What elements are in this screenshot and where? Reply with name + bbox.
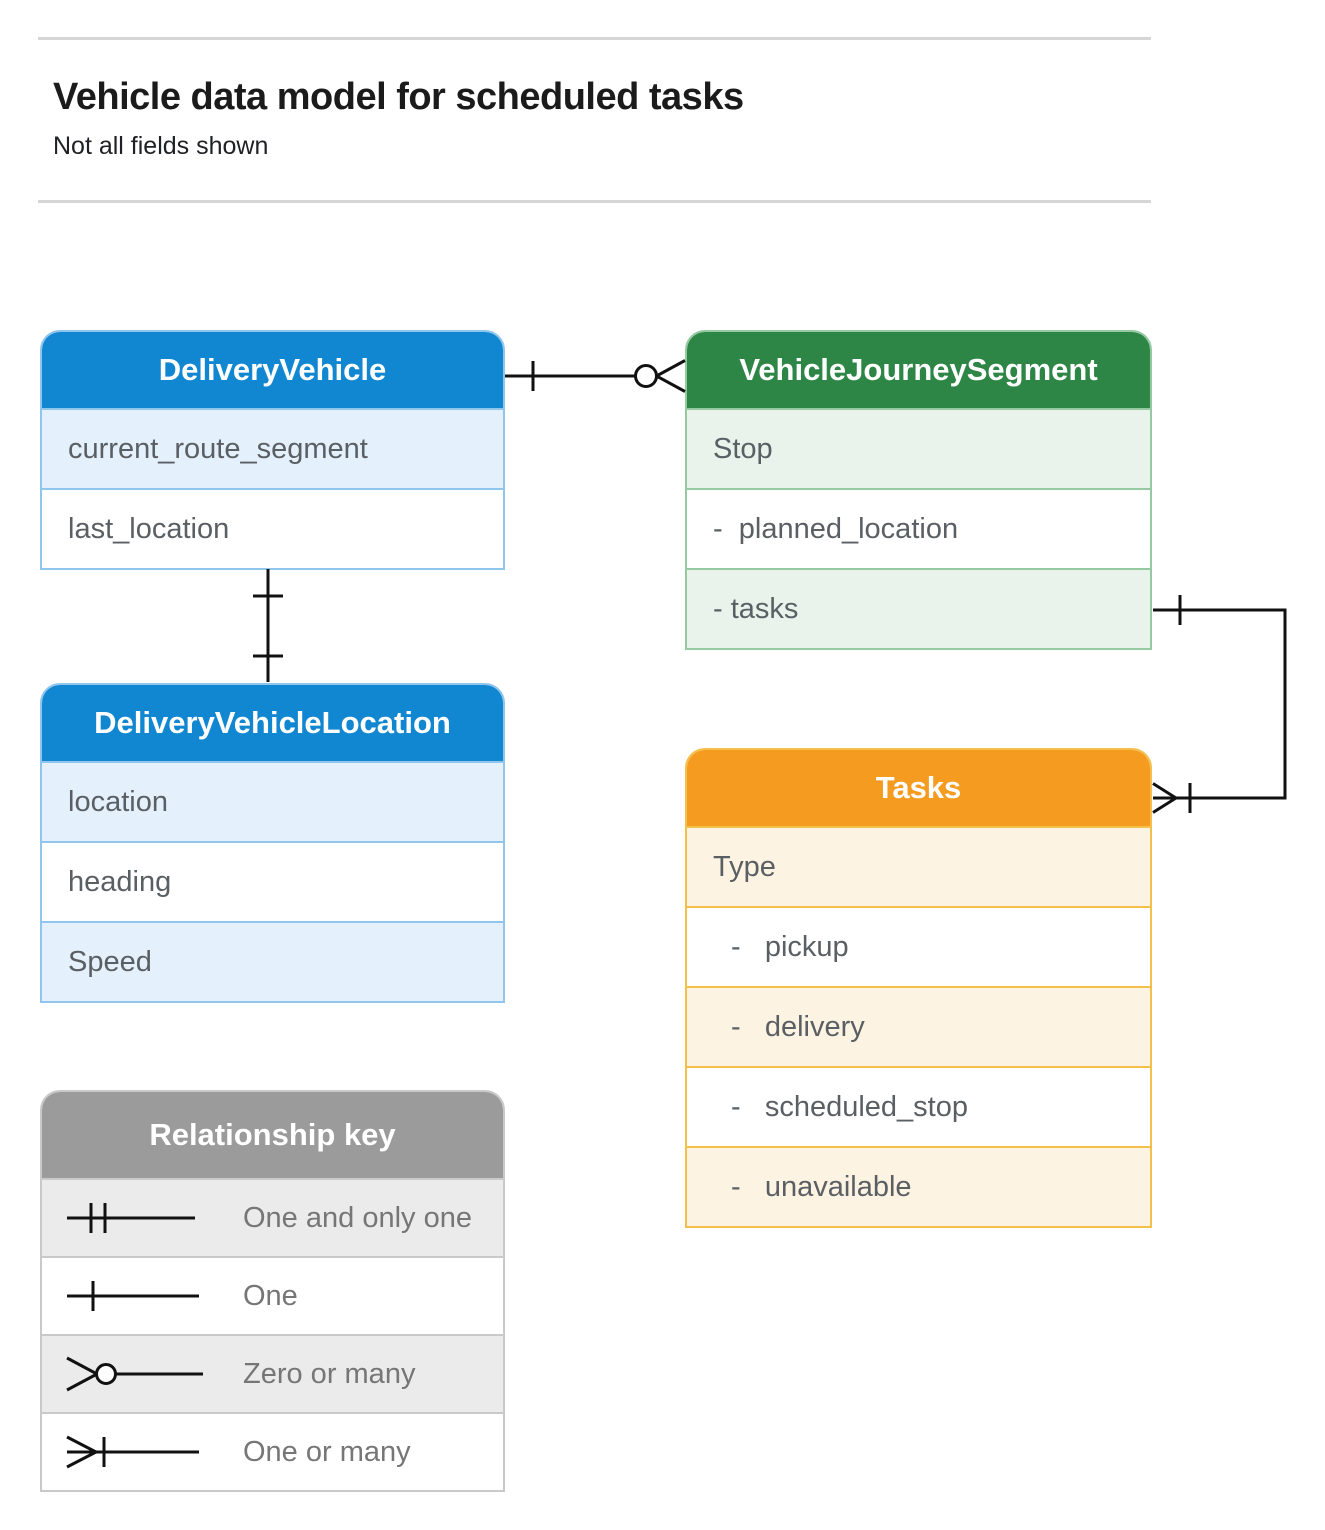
- one-or-many-icon: [63, 1424, 221, 1480]
- entity-field: location: [42, 761, 503, 841]
- legend-row: Zero or many: [42, 1334, 503, 1412]
- entity-field: Speed: [42, 921, 503, 1001]
- page-title: Vehicle data model for scheduled tasks: [53, 76, 744, 118]
- entity-tasks: Tasks Type - pickup - delivery - schedul…: [685, 748, 1152, 1228]
- entity-delivery-vehicle-location: DeliveryVehicleLocation location heading…: [40, 683, 505, 1003]
- legend-label: One: [243, 1279, 298, 1312]
- entity-delivery-vehicle: DeliveryVehicle current_route_segment la…: [40, 330, 505, 570]
- entity-field: heading: [42, 841, 503, 921]
- page-subtitle: Not all fields shown: [53, 132, 269, 160]
- entity-field: - tasks: [687, 568, 1150, 648]
- legend-row: One: [42, 1256, 503, 1334]
- entity-title: DeliveryVehicle: [42, 332, 503, 408]
- entity-field: - delivery: [687, 986, 1150, 1066]
- entity-title: VehicleJourneySegment: [687, 332, 1150, 408]
- legend-row: One and only one: [42, 1178, 503, 1256]
- one-icon: [63, 1268, 221, 1324]
- one-and-only-one-icon: [63, 1190, 221, 1246]
- top-divider: [38, 37, 1151, 40]
- connector-deliveryvehicle-deliveryvehiclelocation: [253, 569, 283, 682]
- entity-title: DeliveryVehicleLocation: [42, 685, 503, 761]
- legend-label: One and only one: [243, 1201, 472, 1234]
- entity-field: last_location: [42, 488, 503, 568]
- entity-field: - unavailable: [687, 1146, 1150, 1226]
- connector-deliveryvehicle-vehiclejourneysegment: [505, 359, 686, 393]
- entity-field: current_route_segment: [42, 408, 503, 488]
- entity-field: - planned_location: [687, 488, 1150, 568]
- connector-vehiclejourneysegment-tasks: [1152, 595, 1287, 814]
- entity-field: - scheduled_stop: [687, 1066, 1150, 1146]
- entity-field: - pickup: [687, 906, 1150, 986]
- relationship-key: Relationship key One and only one One Ze…: [40, 1090, 505, 1492]
- legend-label: Zero or many: [243, 1357, 416, 1390]
- entity-title: Tasks: [687, 750, 1150, 826]
- relationship-key-title: Relationship key: [42, 1092, 503, 1178]
- header-divider: [38, 200, 1151, 203]
- legend-label: One or many: [243, 1435, 411, 1468]
- entity-field: Type: [687, 826, 1150, 906]
- entity-field: Stop: [687, 408, 1150, 488]
- legend-row: One or many: [42, 1412, 503, 1490]
- zero-or-many-icon: [63, 1346, 221, 1402]
- entity-vehicle-journey-segment: VehicleJourneySegment Stop - planned_loc…: [685, 330, 1152, 650]
